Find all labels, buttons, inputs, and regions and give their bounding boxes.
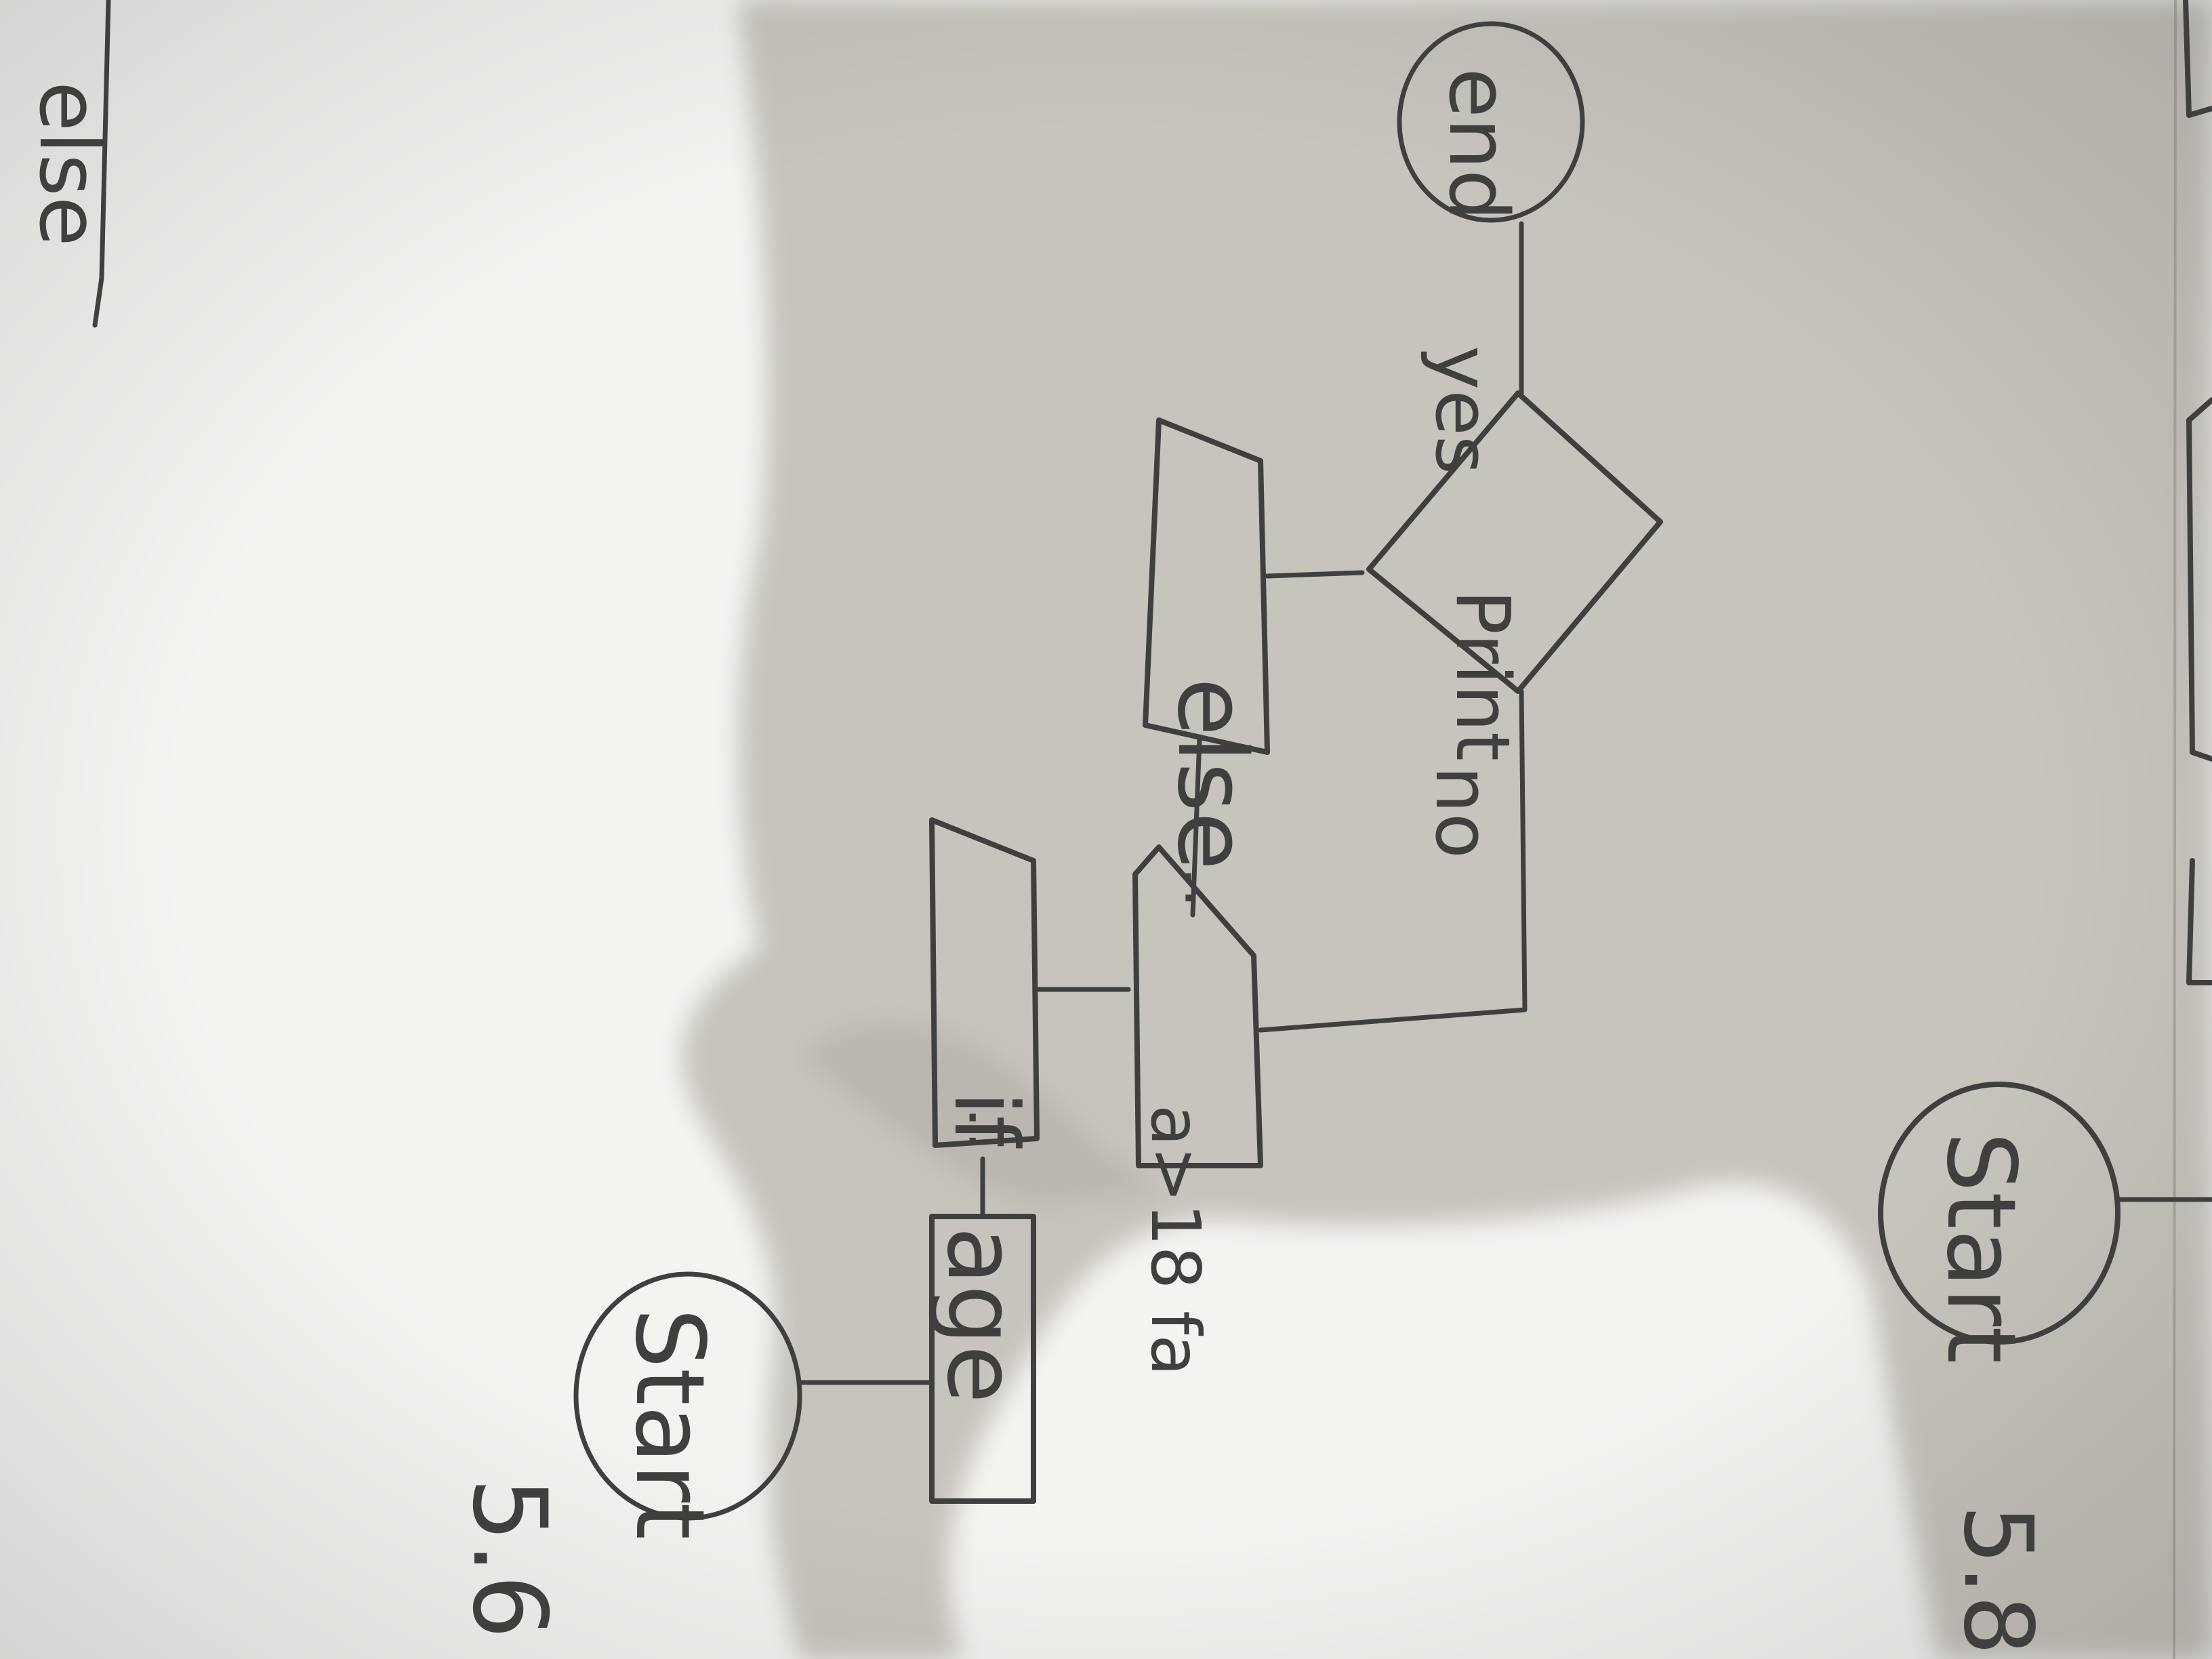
print-label: Print	[1439, 590, 1526, 761]
flowchart-b-partial-box-1	[2186, 858, 2212, 985]
if-label: if	[935, 1091, 1038, 1149]
stray-mark: :	[1179, 851, 1197, 914]
age-label: age	[926, 1227, 1036, 1404]
else-box	[1143, 417, 1270, 755]
flowchart-b-partial-box-2	[2186, 397, 2212, 762]
connector-no-path	[1258, 689, 1528, 1033]
top-else-text: else	[21, 81, 115, 247]
if-box	[929, 817, 1040, 1148]
connector-else-print	[1265, 570, 1365, 579]
flowchart-b-number: 5.8	[1942, 1504, 2053, 1656]
flowchart-b: 5.8 Start	[1878, 0, 2212, 1656]
no-label: no	[1419, 766, 1506, 859]
flowchart-a: 5.6 Start age : if a>18 fa else Print	[450, 21, 1663, 1639]
flowchart-a-number: 5.6	[450, 1477, 568, 1639]
else-label: else	[1156, 678, 1267, 870]
flowchart-b-partial-box-3	[2183, 0, 2212, 118]
extra-colon-mark: :	[962, 1089, 983, 1160]
connector-condition-else	[1190, 736, 1202, 918]
end-circle	[1397, 21, 1585, 223]
print-diamond	[1366, 390, 1663, 694]
end-label: end	[1431, 68, 1525, 221]
condition-label: a>18 fa	[1136, 1105, 1215, 1376]
flowchart-b-start-circle	[1878, 1082, 2121, 1345]
start-label: Start	[614, 1308, 724, 1540]
start-circle	[573, 1271, 802, 1521]
flowchart-b-start-label: Start	[1925, 1132, 2036, 1364]
yes-label: yes	[1419, 346, 1506, 474]
top-else-fragment: else	[21, 0, 115, 328]
condition-box	[1132, 844, 1263, 1168]
